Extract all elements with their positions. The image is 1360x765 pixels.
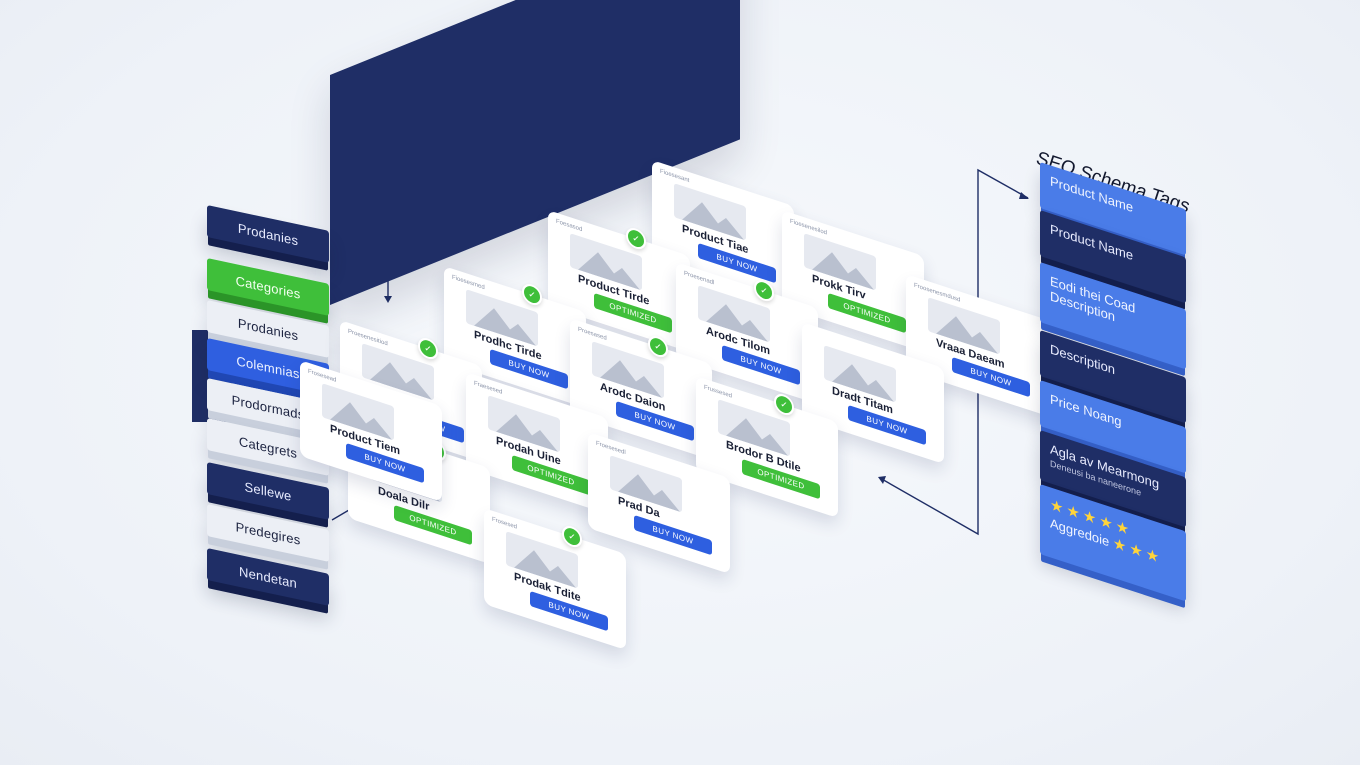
- stack-block-label: Nendetan: [239, 563, 297, 591]
- arrowhead-cards: [878, 476, 886, 484]
- card-tag: Proesenadl: [684, 270, 715, 287]
- image-placeholder-icon: [592, 341, 664, 399]
- card-tag: Fioesesmed: [452, 274, 485, 292]
- stack-block-label: Sellewe: [244, 478, 292, 504]
- image-placeholder-icon: [570, 233, 642, 291]
- image-placeholder-icon: [824, 345, 896, 403]
- card-tag: Froesesedl: [596, 440, 626, 457]
- image-placeholder-icon: [466, 289, 538, 347]
- stack-block-label: Prodormads: [231, 391, 305, 423]
- stack-block-label: Prodanies: [237, 315, 299, 343]
- image-placeholder-icon: [506, 531, 578, 589]
- card-tag: Frussesed: [704, 384, 733, 400]
- image-placeholder-icon: [674, 183, 746, 241]
- star-rating-icon: ★★★: [1112, 534, 1163, 568]
- card-tag: Foesasod: [556, 218, 583, 234]
- image-placeholder-icon: [804, 233, 876, 291]
- stack-block-label: Categories: [235, 272, 301, 302]
- card-tag: Frosesead: [308, 368, 337, 384]
- arrowhead-stack: [384, 296, 392, 303]
- stack-block-label: Colemnias: [236, 352, 300, 382]
- stack-block-label: Prodanies: [237, 220, 299, 248]
- stack-block-label: Predegires: [235, 518, 301, 548]
- image-placeholder-icon: [362, 343, 434, 401]
- image-placeholder-icon: [718, 399, 790, 457]
- product-card[interactable]: ProesenesitiodAqda ColamBUY NOW✓: [340, 320, 482, 463]
- image-placeholder-icon: [928, 297, 1000, 355]
- card-tag: Proesased: [578, 326, 607, 342]
- stack-block-label: Categrets: [238, 433, 298, 461]
- image-placeholder-icon: [610, 455, 682, 513]
- card-tag: Frosesed: [492, 516, 518, 531]
- image-placeholder-icon: [488, 395, 560, 453]
- image-placeholder-icon: [698, 285, 770, 343]
- arrowhead-schema: [1019, 192, 1029, 199]
- card-tag: Fraesesed: [474, 380, 503, 396]
- image-placeholder-icon: [322, 383, 394, 441]
- card-tag: Fioesesant: [660, 168, 690, 185]
